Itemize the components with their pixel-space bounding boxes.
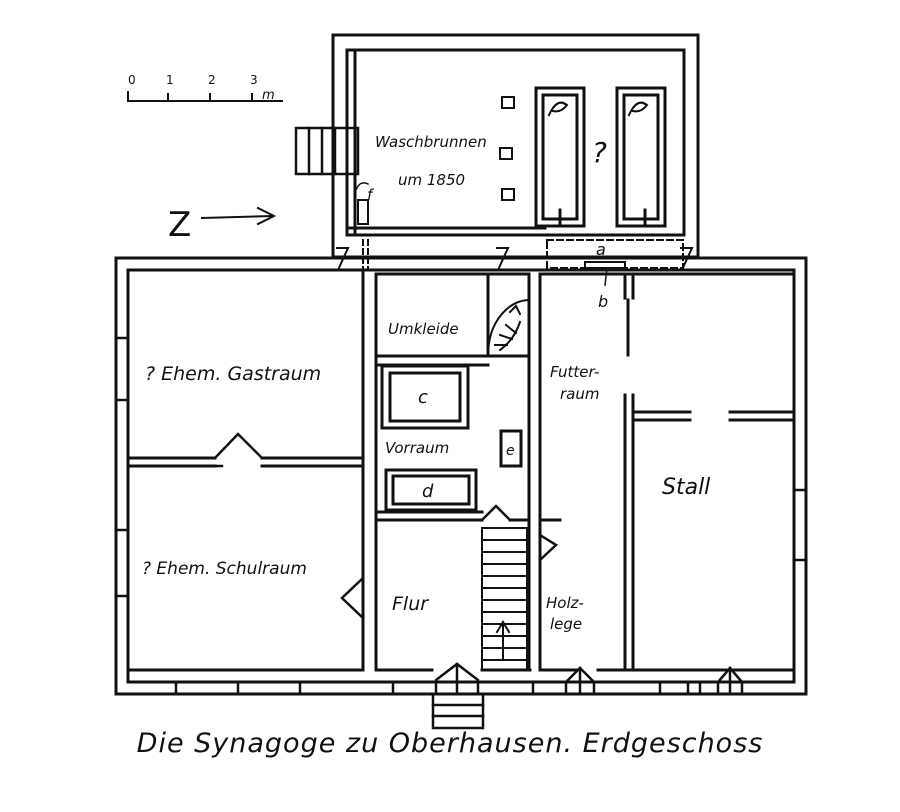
room-label-holzlege-2: lege [550,615,582,633]
plan-caption: Die Synagoge zu Oberhausen. Erdgeschoss [136,728,764,759]
spiral-stair [486,298,531,358]
unknown-marker: ? [592,136,607,169]
north-arrow [200,206,277,226]
room-label-flur: Flur [392,593,429,615]
wall-openings [114,336,808,696]
room-label-schulraum: ? Ehem. Schulraum [142,559,307,579]
room-label-gastraum: ? Ehem. Gastraum [145,363,321,385]
marker-a: a [596,240,606,259]
scale-tick-0: 0 [128,73,136,87]
annex-outside-stair [294,126,369,225]
north-label: Z [168,205,191,245]
fixture-d [384,468,478,512]
marker-b: b [598,292,608,311]
marker-d: d [422,481,434,502]
wall-niches [499,96,515,201]
entrance-doors [431,662,744,730]
scale-tick-2: 2 [208,73,216,87]
feature-b [584,261,626,269]
section-markers [336,247,694,271]
room-label-um-1850: um 1850 [398,171,465,189]
east-section-walls [538,272,796,672]
scale-tick-1: 1 [166,73,174,87]
dashed-feature-a [546,239,684,269]
main-staircase [481,527,528,671]
fixture-e [499,429,523,468]
scale-unit: m [262,88,275,103]
room-label-vorraum: Vorraum [385,439,449,457]
west-rooms-walls [126,268,365,672]
middle-section-walls [374,272,542,672]
scale-bar [127,91,283,102]
marker-f: f [367,186,375,204]
room-label-holzlege-1: Holz- [546,594,584,612]
room-label-futterraum-1: Futter- [550,363,599,381]
fixture-c [380,364,470,430]
room-label-futterraum-2: raum [560,385,599,403]
wash-basin-left [534,86,586,228]
room-label-waschbrunnen: Waschbrunnen [375,133,487,151]
marker-e: e [506,443,515,459]
scale-tick-3: 3 [250,73,258,87]
room-label-umkleide: Umkleide [388,320,459,338]
marker-c: c [418,387,428,408]
room-label-stall: Stall [662,475,710,500]
door-swing-f [355,182,370,191]
wash-basin-right [615,86,667,228]
